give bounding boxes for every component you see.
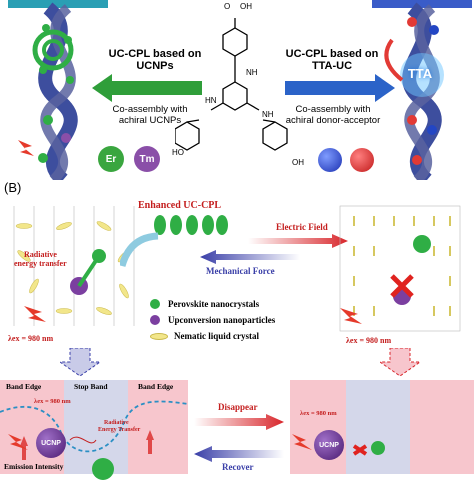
mechanical-force-arrow [200,250,300,264]
tm-ion-chip: Tm [134,146,160,172]
panel-b-label: (B) [4,180,22,195]
left-helix-illustration [8,0,108,180]
group-label-ho-left: HO [172,148,184,157]
band-curve [0,400,188,460]
right-lc-cube [339,205,461,332]
lambda-bottom-right-label: λex = 980 nm [300,410,337,417]
right-arrow-label-line1: UC-CPL based on [285,48,379,60]
band-edge-left-label: Band Edge [6,382,42,391]
disappear-label: Disappear [218,402,258,412]
left-note-line2: achiral UCNPs [118,115,182,126]
electric-field-label: Electric Field [276,222,328,232]
group-label-oh-right: OH [292,158,304,167]
ucnp-left-label: UCNP [41,439,61,447]
left-down-arrow [60,348,100,376]
group-label-o-top: O [224,2,231,11]
molecule-structure [175,18,288,151]
left-arrow-label-line2: UCNPs [136,60,174,72]
legend-label: Perovskite nanocrystals [168,299,260,309]
stop-band-region-right [346,380,410,474]
right-down-arrow [380,348,420,376]
radiative-label-line2: energy transfer [14,259,67,268]
nematic-ellipse-icon [150,332,168,340]
stop-band-label: Stop Band [74,382,108,391]
group-label-nh-right: NH [262,110,274,119]
panel-a: TTA OH O HO NH HN NH OH UC-CPL based on … [0,0,474,180]
er-ion-chip: Er [98,146,124,172]
curved-emission-arrow [120,232,159,268]
ucnp-dot-icon [150,315,160,325]
group-label-oh-top: OH [240,2,252,11]
green-arrow [92,74,202,102]
electric-field-arrow [248,234,348,248]
blocked-transfer-icon [352,441,385,456]
acceptor-sphere-icon [350,148,374,172]
rad-transfer-label-line2: Energy Transfer [98,427,141,433]
lambda-bottom-left-label: λex = 980 nm [34,398,71,405]
band-edge-right-label: Band Edge [138,382,174,391]
recover-arrow [194,446,284,462]
right-arrow-label-line2: TTA-UC [311,60,353,72]
enhanced-cpl-wave [154,215,228,235]
ucnp-right-sphere: UCNP [314,430,344,460]
ucnp-left-sphere: UCNP [36,428,66,458]
bottom-left-band-panel [0,380,188,474]
lambda-right-label: λex = 980 nm [346,336,392,345]
enhanced-ucc-label: Enhanced UC-CPL [138,200,222,211]
perovskite-bottom-sphere [92,458,114,480]
bottom-left-lightning-icon [8,434,28,450]
perovskite-dot-icon [150,299,160,309]
legend-label: Upconversion nanoparticles [168,315,276,325]
radiative-label-line1: Radiative [24,250,57,259]
legend-label: Nematic liquid crystal [174,331,259,341]
stop-band-region [64,380,128,474]
legend: Perovskite nanocrystals Upconversion nan… [150,296,330,344]
ucnp-right-label: UCNP [319,441,339,449]
bottom-right-lightning-icon [292,434,312,450]
legend-item-nematic: Nematic liquid crystal [150,328,330,344]
recover-label: Recover [222,462,254,472]
lambda-left-label: λex = 980 nm [8,334,54,343]
donor-sphere-icon [318,148,342,172]
right-note-line2: achiral donor-acceptor [285,115,381,126]
rad-transfer-label-line1: Radiative [104,420,129,426]
left-lc-cube [13,206,135,326]
bottom-right-band-panel [290,380,474,474]
blue-arrow [285,74,395,102]
right-helix-illustration [372,0,472,180]
left-arrow-label-line1: UC-CPL based on [108,48,202,60]
legend-item-ucnp: Upconversion nanoparticles [150,312,330,328]
disappear-arrow [194,414,284,430]
right-note-line1: Co-assembly with [295,104,371,115]
emission-intensity-label: Emission Intensity [4,462,64,471]
tta-label: TTA [407,66,433,81]
legend-item-perovskite: Perovskite nanocrystals [150,296,330,312]
left-note-line1: Co-assembly with [112,104,188,115]
group-label-hn-left: HN [205,96,217,105]
mechanical-force-label: Mechanical Force [206,266,275,276]
group-label-nh-mid: NH [246,68,258,77]
